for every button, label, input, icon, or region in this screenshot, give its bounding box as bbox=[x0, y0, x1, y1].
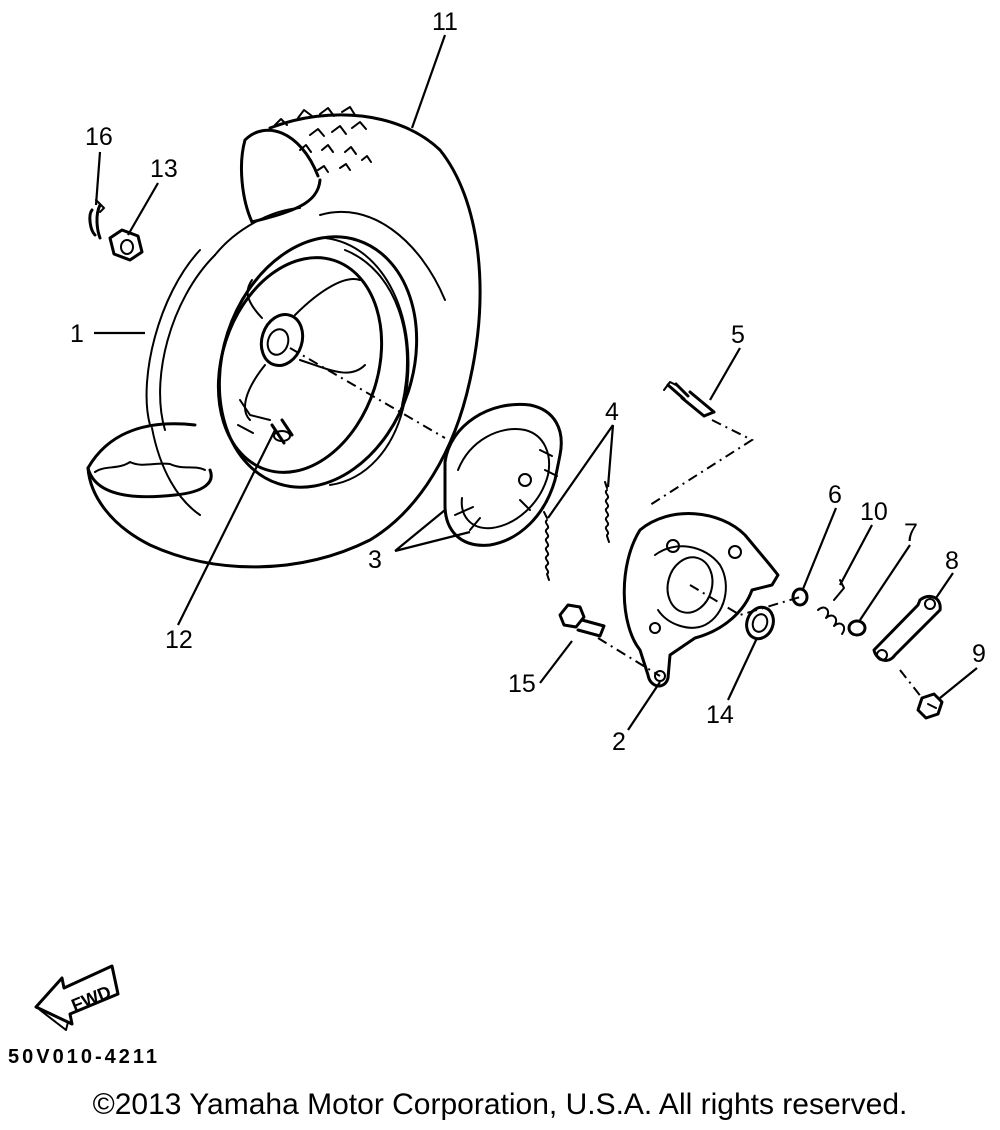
cotter-pin bbox=[88, 199, 105, 240]
copyright-notice: ©2013 Yamaha Motor Corporation, U.S.A. A… bbox=[92, 1088, 908, 1121]
camshaft-lever bbox=[872, 594, 942, 662]
callout-16: 16 bbox=[85, 123, 113, 151]
oil-seal bbox=[745, 605, 775, 641]
callout-9: 9 bbox=[972, 640, 986, 668]
callout-10: 10 bbox=[860, 498, 888, 526]
flange-bolt bbox=[558, 603, 606, 638]
fwd-label: FWD bbox=[68, 982, 113, 1016]
axle-nut bbox=[108, 228, 144, 262]
tire bbox=[86, 106, 482, 569]
callout-5: 5 bbox=[731, 321, 745, 349]
callout-3: 3 bbox=[368, 546, 382, 574]
catalog-code: 50V010-4211 bbox=[8, 1046, 161, 1068]
callout-15: 15 bbox=[508, 670, 536, 698]
forward-direction-arrow: FWD bbox=[34, 964, 120, 1031]
callout-12: 12 bbox=[165, 626, 193, 654]
callout-14: 14 bbox=[706, 701, 734, 729]
lever-bolt bbox=[916, 692, 944, 720]
wheel-rim bbox=[216, 235, 419, 489]
callout-11: 11 bbox=[432, 8, 458, 36]
brake-shoe-plate bbox=[622, 512, 780, 688]
callout-numbers: 11 16 13 1 5 4 6 10 7 3 8 12 9 15 14 2 bbox=[70, 8, 986, 756]
brake-shoe-kit bbox=[443, 402, 563, 547]
callout-1: 1 bbox=[70, 320, 84, 348]
callout-4: 4 bbox=[605, 398, 619, 426]
callout-13: 13 bbox=[150, 155, 178, 183]
assembly-axis-lines bbox=[289, 347, 923, 699]
washer bbox=[847, 619, 867, 637]
callout-7: 7 bbox=[904, 519, 918, 547]
brake-springs bbox=[543, 481, 610, 581]
callout-8: 8 bbox=[945, 547, 959, 575]
brake-camshaft bbox=[663, 381, 716, 418]
torsion-spring bbox=[817, 579, 846, 635]
callout-2: 2 bbox=[612, 728, 626, 756]
o-ring bbox=[791, 587, 809, 607]
callout-6: 6 bbox=[828, 481, 842, 509]
leader-lines bbox=[94, 34, 978, 731]
